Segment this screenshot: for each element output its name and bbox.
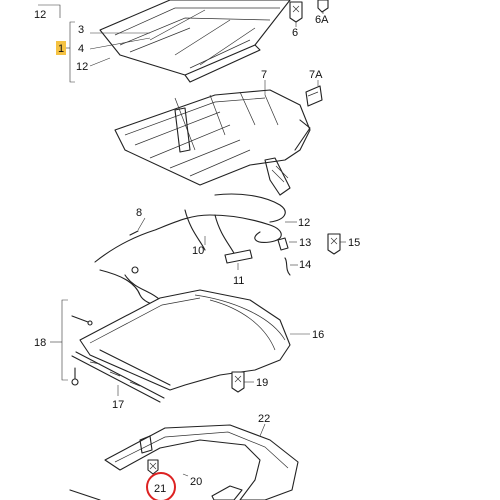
highlight-1: [56, 41, 66, 55]
label-15: 15: [348, 237, 360, 249]
label-6: 6: [292, 27, 298, 39]
label-21: 21: [154, 483, 166, 495]
label-17: 17: [112, 399, 124, 411]
label-22: 22: [258, 413, 270, 425]
clip-6a: [317, 0, 329, 14]
leader-12-top: [38, 4, 61, 18]
label-3: 3: [78, 24, 84, 36]
label-20: 20: [190, 476, 202, 488]
label-10: 10: [192, 245, 204, 257]
label-12-harness: 12: [298, 217, 310, 229]
screw-parts: [71, 315, 165, 403]
seal-strip: [69, 424, 299, 500]
leader-22: [259, 423, 266, 437]
label-1: 1: [58, 43, 64, 55]
label-4: 4: [78, 43, 84, 55]
highlight-circle-21: [146, 472, 176, 500]
label-14: 14: [299, 259, 311, 271]
bracket-18: [61, 299, 68, 381]
label-16: 16: [312, 329, 324, 341]
label-12-top: 12: [34, 9, 46, 21]
leaders-3-4-12: [89, 32, 151, 67]
roof-frame: [114, 89, 311, 196]
bracket-1: [69, 21, 75, 83]
label-18: 18: [34, 337, 46, 349]
headliner-panel: [79, 289, 291, 391]
label-19: 19: [256, 377, 268, 389]
label-7a: 7A: [309, 69, 323, 81]
wiring-harness: [94, 193, 291, 311]
label-12-mid: 12: [76, 61, 88, 73]
seal-part-20: [211, 485, 243, 500]
clip-15: [327, 233, 346, 255]
bracket-7a: [305, 80, 323, 107]
label-7: 7: [261, 69, 267, 81]
clip-21: [147, 459, 159, 475]
label-8: 8: [136, 207, 142, 219]
label-13: 13: [299, 237, 311, 249]
leader-8: [137, 217, 146, 231]
roof-panel-top: [99, 0, 291, 83]
clip-19: [231, 371, 254, 393]
label-6a: 6A: [315, 14, 329, 26]
clip-6: [289, 1, 303, 27]
label-11: 11: [233, 275, 244, 287]
